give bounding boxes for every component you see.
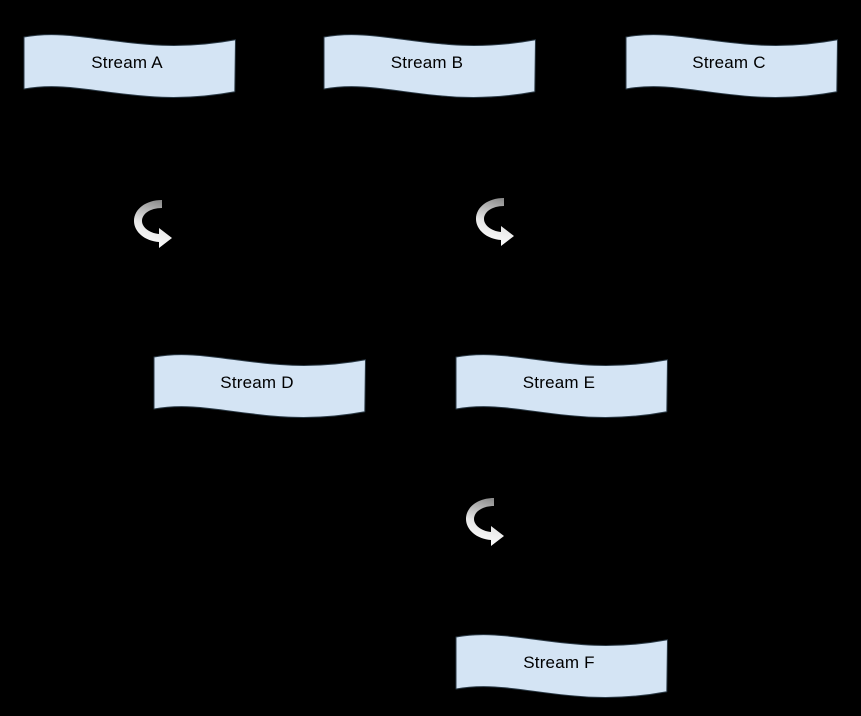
banner-shape — [455, 634, 668, 698]
rotate-arrow-icon — [460, 490, 508, 552]
banner-shape — [625, 34, 838, 98]
banner-shape — [323, 34, 536, 98]
banner-shape — [455, 354, 668, 418]
banner-stream-f[interactable]: Stream F — [450, 626, 668, 700]
rotate-arrow-glyph — [476, 198, 514, 246]
banner-stream-c[interactable]: Stream C — [620, 26, 838, 100]
banner-shape — [153, 354, 366, 418]
rotate-arrow-glyph — [134, 200, 172, 248]
rotate-arrow-icon — [470, 190, 518, 252]
banner-stream-b[interactable]: Stream B — [318, 26, 536, 100]
rotate-arrow-icon — [128, 192, 176, 254]
rotate-arrow-glyph — [466, 498, 504, 546]
banner-stream-a[interactable]: Stream A — [18, 26, 236, 100]
banner-stream-e[interactable]: Stream E — [450, 346, 668, 420]
banner-shape — [23, 34, 236, 98]
banner-stream-d[interactable]: Stream D — [148, 346, 366, 420]
